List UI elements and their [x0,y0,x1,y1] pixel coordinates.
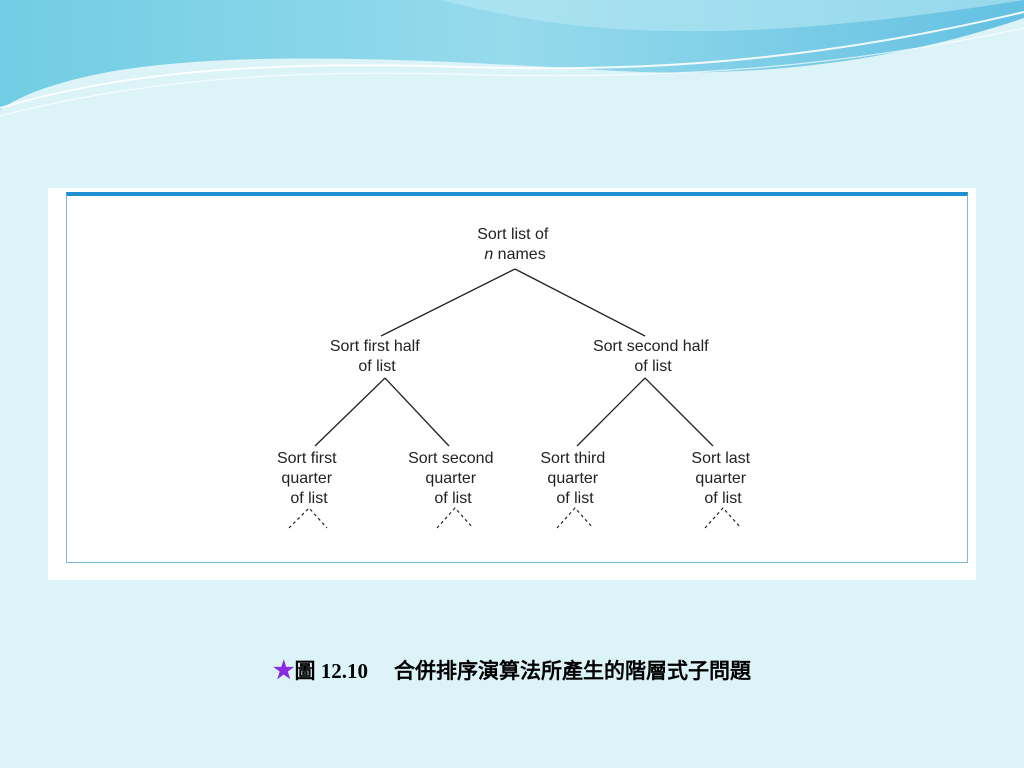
edge-root-left [380,268,516,337]
edge-left-ll [314,377,386,447]
node-root-variable: n [484,246,493,263]
edge-right-rl [576,377,646,447]
tree-edges [314,268,714,447]
node-first-quarter-line2: quarter [281,470,332,487]
node-root-line2-rest: names [493,246,545,263]
header-wave-decoration [0,0,1024,117]
node-second-quarter: Sort second quarter of list [408,450,498,507]
node-last-quarter-line2: quarter [695,470,746,487]
figure-frame: Sort list of n names Sort first half of … [66,192,968,563]
dashed-continuation-4 [704,507,742,529]
node-second-quarter-line1: Sort second [408,450,493,467]
caption-label: 圖 [294,659,316,683]
edge-left-lr [384,377,450,447]
node-last-quarter-line3: of list [704,490,742,507]
edge-root-right [514,268,646,337]
continuation-marks [288,507,742,529]
merge-sort-tree-diagram: Sort list of n names Sort first half of … [277,226,754,529]
dashed-continuation-1 [288,507,328,529]
caption-number: 12.10 [320,659,368,683]
node-last-quarter: Sort last quarter of list [691,450,754,507]
node-second-half-line2: of list [634,358,672,375]
node-last-quarter-line1: Sort last [691,450,750,467]
node-second-half-line1: Sort second half [593,338,709,355]
node-third-quarter-line2: quarter [547,470,598,487]
node-root-line1: Sort list of [477,226,549,243]
figure-panel: Sort list of n names Sort first half of … [48,188,976,580]
node-second-quarter-line3: of list [434,490,472,507]
figure-caption: ★圖 12.10 合併排序演算法所產生的階層式子問題 [0,655,1024,685]
node-third-quarter-line3: of list [556,490,594,507]
node-third-quarter: Sort third quarter of list [540,450,609,507]
node-first-quarter-line3: of list [290,490,328,507]
node-second-half: Sort second half of list [593,338,713,375]
node-first-quarter: Sort first quarter of list [277,450,341,507]
dashed-continuation-3 [556,507,594,529]
node-first-half-line1: Sort first half [330,338,420,355]
node-first-half-line2: of list [358,358,396,375]
node-third-quarter-line1: Sort third [540,450,605,467]
node-second-quarter-line2: quarter [425,470,476,487]
edge-right-rr [644,377,714,447]
node-root-line2: n names [484,246,545,263]
node-first-quarter-line1: Sort first [277,450,337,467]
star-icon: ★ [272,658,295,684]
node-first-half: Sort first half of list [330,338,424,375]
dashed-continuation-2 [436,507,474,529]
caption-title: 合併排序演算法所產生的階層式子問題 [394,659,751,683]
node-root: Sort list of n names [477,226,553,263]
